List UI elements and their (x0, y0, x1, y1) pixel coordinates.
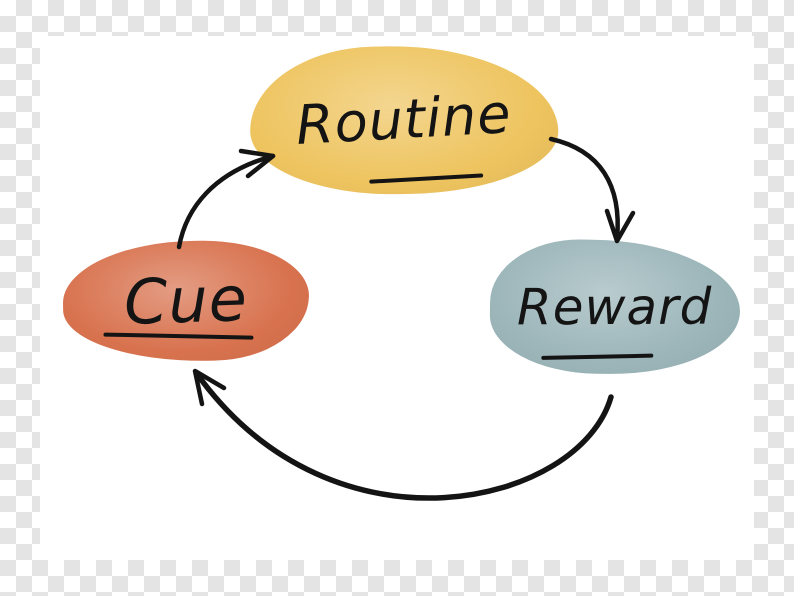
node-reward-underline (541, 353, 654, 359)
node-cue-label: Cue (122, 262, 249, 339)
node-routine-underline (369, 172, 484, 183)
node-routine-label: Routine (294, 82, 514, 157)
node-reward-label: Reward (517, 277, 713, 337)
